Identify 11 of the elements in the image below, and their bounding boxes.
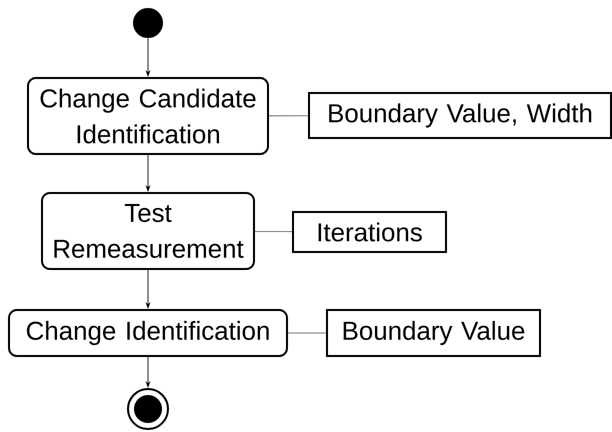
connector-line [288, 332, 326, 334]
note-box: Boundary Value [326, 309, 541, 357]
activity-box: Change Identification [8, 309, 288, 357]
note-box: Iterations [292, 211, 447, 253]
start-node [133, 8, 163, 38]
end-node [127, 388, 169, 430]
connector-line [254, 231, 292, 232]
note-box: Boundary Value, Width [308, 92, 612, 139]
activity-box: Change Candidate Identification [27, 77, 269, 155]
activity-box: Test Remeasurement [41, 192, 255, 270]
connector-line [268, 115, 308, 116]
